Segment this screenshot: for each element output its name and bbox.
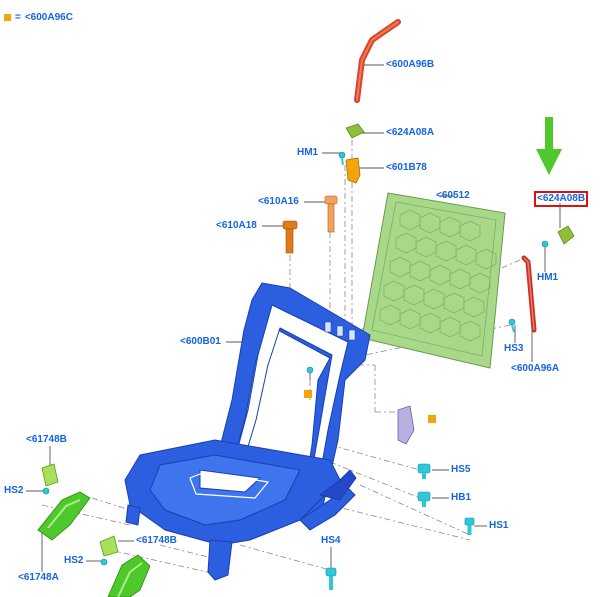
green-indicator-arrow <box>536 117 562 175</box>
label-61748B-left: <61748B <box>26 434 67 445</box>
leader-lines <box>26 64 561 572</box>
label-hs5: HS5 <box>451 464 471 475</box>
bolt-hs5 <box>417 463 431 479</box>
label-hm1-top: HM1 <box>297 147 319 158</box>
label-hs3: HS3 <box>504 343 524 354</box>
legend-equals: = <box>15 12 21 23</box>
legend-text: <600A96C <box>24 12 73 23</box>
label-610A16: <610A16 <box>258 196 299 207</box>
legend: = <600A96C <box>4 12 73 23</box>
label-hs4: HS4 <box>321 535 341 546</box>
bolt-hm1-right <box>541 240 549 248</box>
guide-610A16 <box>324 195 338 233</box>
label-600B01: <600B01 <box>180 336 221 347</box>
label-624A08A: <624A08A <box>386 127 435 138</box>
clip-61748B-left <box>41 463 59 487</box>
bolt-hs1 <box>464 517 475 535</box>
label-61748B-mid: <61748B <box>136 535 177 546</box>
label-601B78: <601B78 <box>386 162 427 173</box>
label-600A96B: <600A96B <box>386 59 435 70</box>
seatback-panel-60512 <box>361 192 506 369</box>
bolt-hs3 <box>508 318 516 333</box>
label-hs2-left: HS2 <box>4 485 24 496</box>
label-600A96A: <600A96A <box>511 363 560 374</box>
label-hb1: HB1 <box>451 492 472 503</box>
clip-61748B-mid <box>99 535 119 557</box>
guide-601B78 <box>345 157 361 184</box>
orange-marker-2 <box>428 415 436 423</box>
label-61748A: <61748A <box>18 572 59 583</box>
bracket-624A08B <box>557 225 575 245</box>
bolt-hb1 <box>417 491 431 507</box>
label-610A18: <610A18 <box>216 220 257 231</box>
bolt-frame-center <box>306 366 314 374</box>
bolt-hs2-mid <box>100 558 108 566</box>
rod-600A96A <box>521 255 537 333</box>
bracket-624A08A <box>345 123 365 139</box>
orange-marker-1 <box>304 390 312 398</box>
label-624A08B-highlighted: <624A08B <box>534 191 589 207</box>
guide-610A18 <box>282 220 298 254</box>
latch-bracket <box>397 405 415 445</box>
clip-lower-green <box>107 554 151 597</box>
label-hs2-mid: HS2 <box>64 555 84 566</box>
bolt-hs4 <box>325 567 337 590</box>
label-60512: <60512 <box>436 190 470 201</box>
bolt-hs2-left <box>42 487 50 495</box>
bolt-hm1-top <box>338 151 346 166</box>
legend-color-swatch <box>4 14 11 21</box>
label-hs1: HS1 <box>489 520 509 531</box>
rod-600A96B <box>354 19 401 103</box>
clip-61748A <box>37 491 91 541</box>
seat-frame-600B01 <box>124 282 371 581</box>
label-hm1-right: HM1 <box>537 272 559 283</box>
